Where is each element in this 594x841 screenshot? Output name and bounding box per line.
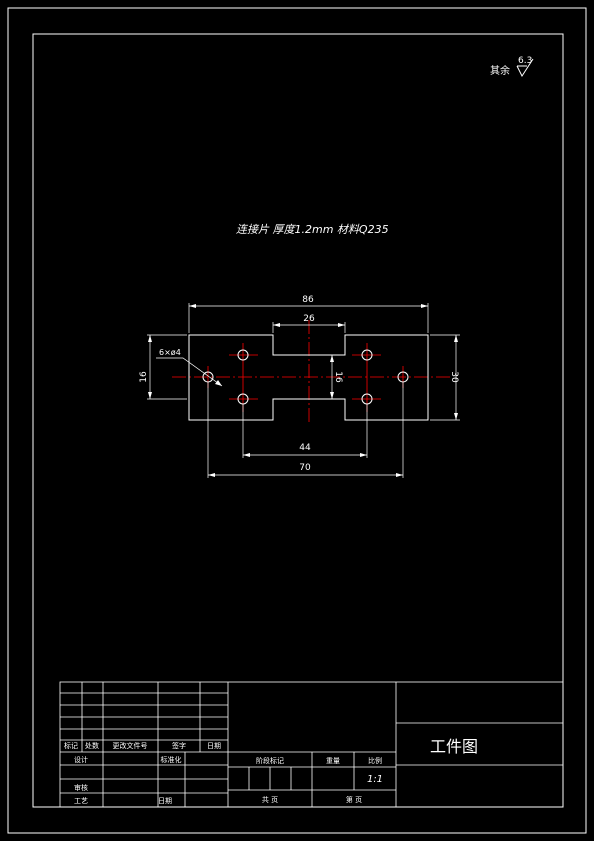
sheet-number-label: 第 页	[346, 795, 362, 804]
dim-hole-spacing-outer: 70	[299, 463, 311, 473]
design-label: 设计	[74, 755, 88, 764]
title-block-labels: 标记 处数 更改文件号 签字 日期 设计 标准化 审核 工艺 日期 阶段标记 重…	[64, 737, 478, 805]
part-outline	[188, 334, 429, 421]
drawing-title: 工件图	[430, 737, 478, 756]
outer-border	[7, 7, 587, 834]
dimension-lines	[147, 303, 460, 478]
rev-label-date: 日期	[207, 742, 221, 750]
rev-label-signature: 签字	[172, 741, 186, 750]
dim-hole-spacing-inner: 44	[299, 443, 311, 453]
dim-notch-width: 26	[303, 314, 315, 324]
rev-label-change-doc: 更改文件号	[113, 741, 148, 750]
roughness-other-label: 其余	[490, 64, 510, 77]
review-label: 审核	[74, 783, 88, 792]
dim-center-height: 16	[333, 371, 343, 383]
roughness-check-icon	[516, 58, 534, 78]
dim-overall-height: 30	[449, 371, 459, 383]
process-label: 工艺	[74, 797, 88, 805]
rev-label-mark: 标记	[64, 741, 78, 750]
weight-label: 重量	[326, 757, 340, 765]
inner-border	[32, 33, 564, 808]
centerlines	[172, 320, 450, 425]
hole-right-top	[361, 349, 373, 361]
dim-left-height: 16	[139, 371, 149, 383]
title-block	[59, 681, 564, 808]
roughness-symbol: 其余 6.3	[490, 56, 534, 78]
hole-left-top	[237, 349, 249, 361]
scale-label: 比例	[368, 756, 382, 765]
standardization-label: 标准化	[161, 755, 182, 764]
sheets-total-label: 共 页	[262, 795, 278, 804]
dim-hole-callout: 6×ø4	[159, 348, 181, 357]
roughness-value: 6.3	[518, 56, 532, 66]
rev-label-count: 处数	[85, 741, 99, 750]
part-note: 连接片 厚度1.2mm 材料Q235	[236, 223, 389, 236]
scale-value: 1:1	[367, 774, 383, 785]
dim-overall-length: 86	[302, 295, 314, 305]
dimension-arrows	[148, 304, 458, 477]
stage-mark-label: 阶段标记	[256, 756, 284, 765]
date-label: 日期	[158, 797, 172, 805]
